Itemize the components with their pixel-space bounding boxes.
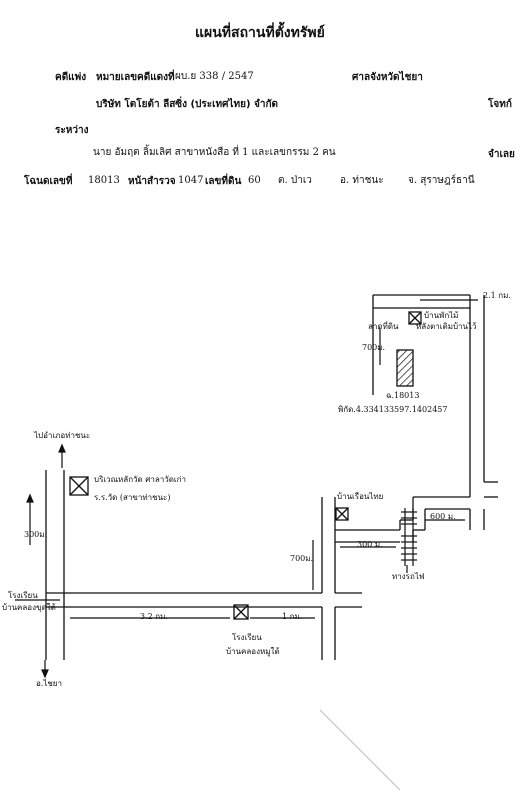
survey-value: 1047 (178, 175, 204, 186)
temple-marker (69, 476, 89, 496)
label-coords: พิกัด.4.334133597.1402457 (338, 405, 448, 414)
map-roads (45, 294, 498, 660)
label-house-top-2: หลังตาเติมบ้านไว้ (416, 322, 477, 331)
label-school-left-1: โรงเรียน (8, 591, 38, 600)
label-parcel-mark: ลาดที่ดิน (368, 322, 399, 331)
subdistrict: ต. ป่าเว (278, 175, 312, 186)
label-temple: บริเวณหลักวัด ศาลาวัดเก่า (94, 475, 186, 484)
defendant-name: นาย อัมฤต ลิ้มเลิศ สาขาหนังสือ ที่ 1 และ… (93, 147, 336, 158)
deed-label: โฉนดเลขที่ (24, 176, 73, 187)
scan-streak (319, 709, 401, 791)
land-label: เลขที่ดิน (205, 176, 242, 187)
label-temple-2: ร.ร.วัด (สาขาท่าชนะ) (94, 493, 171, 502)
label-school-left-2: บ้านคลองขุดใต้ (2, 603, 56, 612)
map-arrows (15, 299, 478, 679)
label-railway: ทางรถไฟ (392, 572, 425, 581)
label-600: 600 ม. (430, 512, 456, 521)
school-bottom-marker (233, 604, 249, 620)
case-no-value: ผบ.ย 338 / 2547 (175, 71, 254, 82)
label-3-2km: 3.2 กม. (140, 612, 168, 621)
defendant-role: จำเลย (488, 149, 515, 160)
district: อ. ท่าชนะ (340, 175, 384, 186)
plaintiff-name: บริษัท โตโยต้า ลีสซิ่ง (ประเทศไทย) จำกัด (96, 99, 279, 110)
label-school-bottom-1: โรงเรียน (232, 633, 262, 642)
label-to-thachana: ไปอำเภอท่าชนะ (34, 431, 91, 440)
house-mid-marker (335, 507, 349, 521)
label-school-bottom-2: บ้านคลองหมูใต้ (226, 647, 280, 656)
land-parcel-hatched (396, 349, 414, 387)
court-name: ศาลจังหวัดไชยา (352, 72, 423, 83)
label-to-chaiya: อ.ไชยา (36, 679, 62, 688)
arrow-down-chaiya-head (41, 669, 49, 679)
map-markers (69, 311, 422, 620)
railway-track (401, 508, 417, 566)
label-2-1km: 2.1 กม. (483, 291, 511, 300)
label-700-top: 700ม. (362, 343, 386, 352)
plaintiff-role: โจทก์ (488, 99, 512, 110)
label-deed-ref: ฉ.18013 (386, 391, 420, 400)
between-label: ระหว่าง (55, 125, 89, 136)
land-value: 60 (248, 175, 261, 186)
page-title: แผนที่สถานที่ตั้งทรัพย์ (195, 25, 325, 41)
deed-value: 18013 (88, 175, 120, 186)
label-house-mid: บ้านเรือนไทย (337, 492, 384, 501)
province: จ. สุราษฎร์ธานี (408, 175, 475, 186)
case-no-label: หมายเลขคดีแดงที่ (96, 72, 175, 83)
house-top-marker (408, 311, 422, 325)
label-300-left: 300ม. (24, 530, 48, 539)
arrow-300-left-head (26, 493, 34, 503)
label-300-mid: 300 ม. (357, 540, 383, 549)
label-700-mid: 700ม. (290, 554, 314, 563)
arrow-up-thachana-head (58, 443, 66, 453)
label-house-top-1: บ้านพักไม้ (424, 311, 459, 320)
survey-label: หน้าสำรวจ (128, 176, 176, 187)
label-1km: 1 กม. (282, 612, 303, 621)
case-label: คดีแพ่ง (55, 72, 87, 83)
